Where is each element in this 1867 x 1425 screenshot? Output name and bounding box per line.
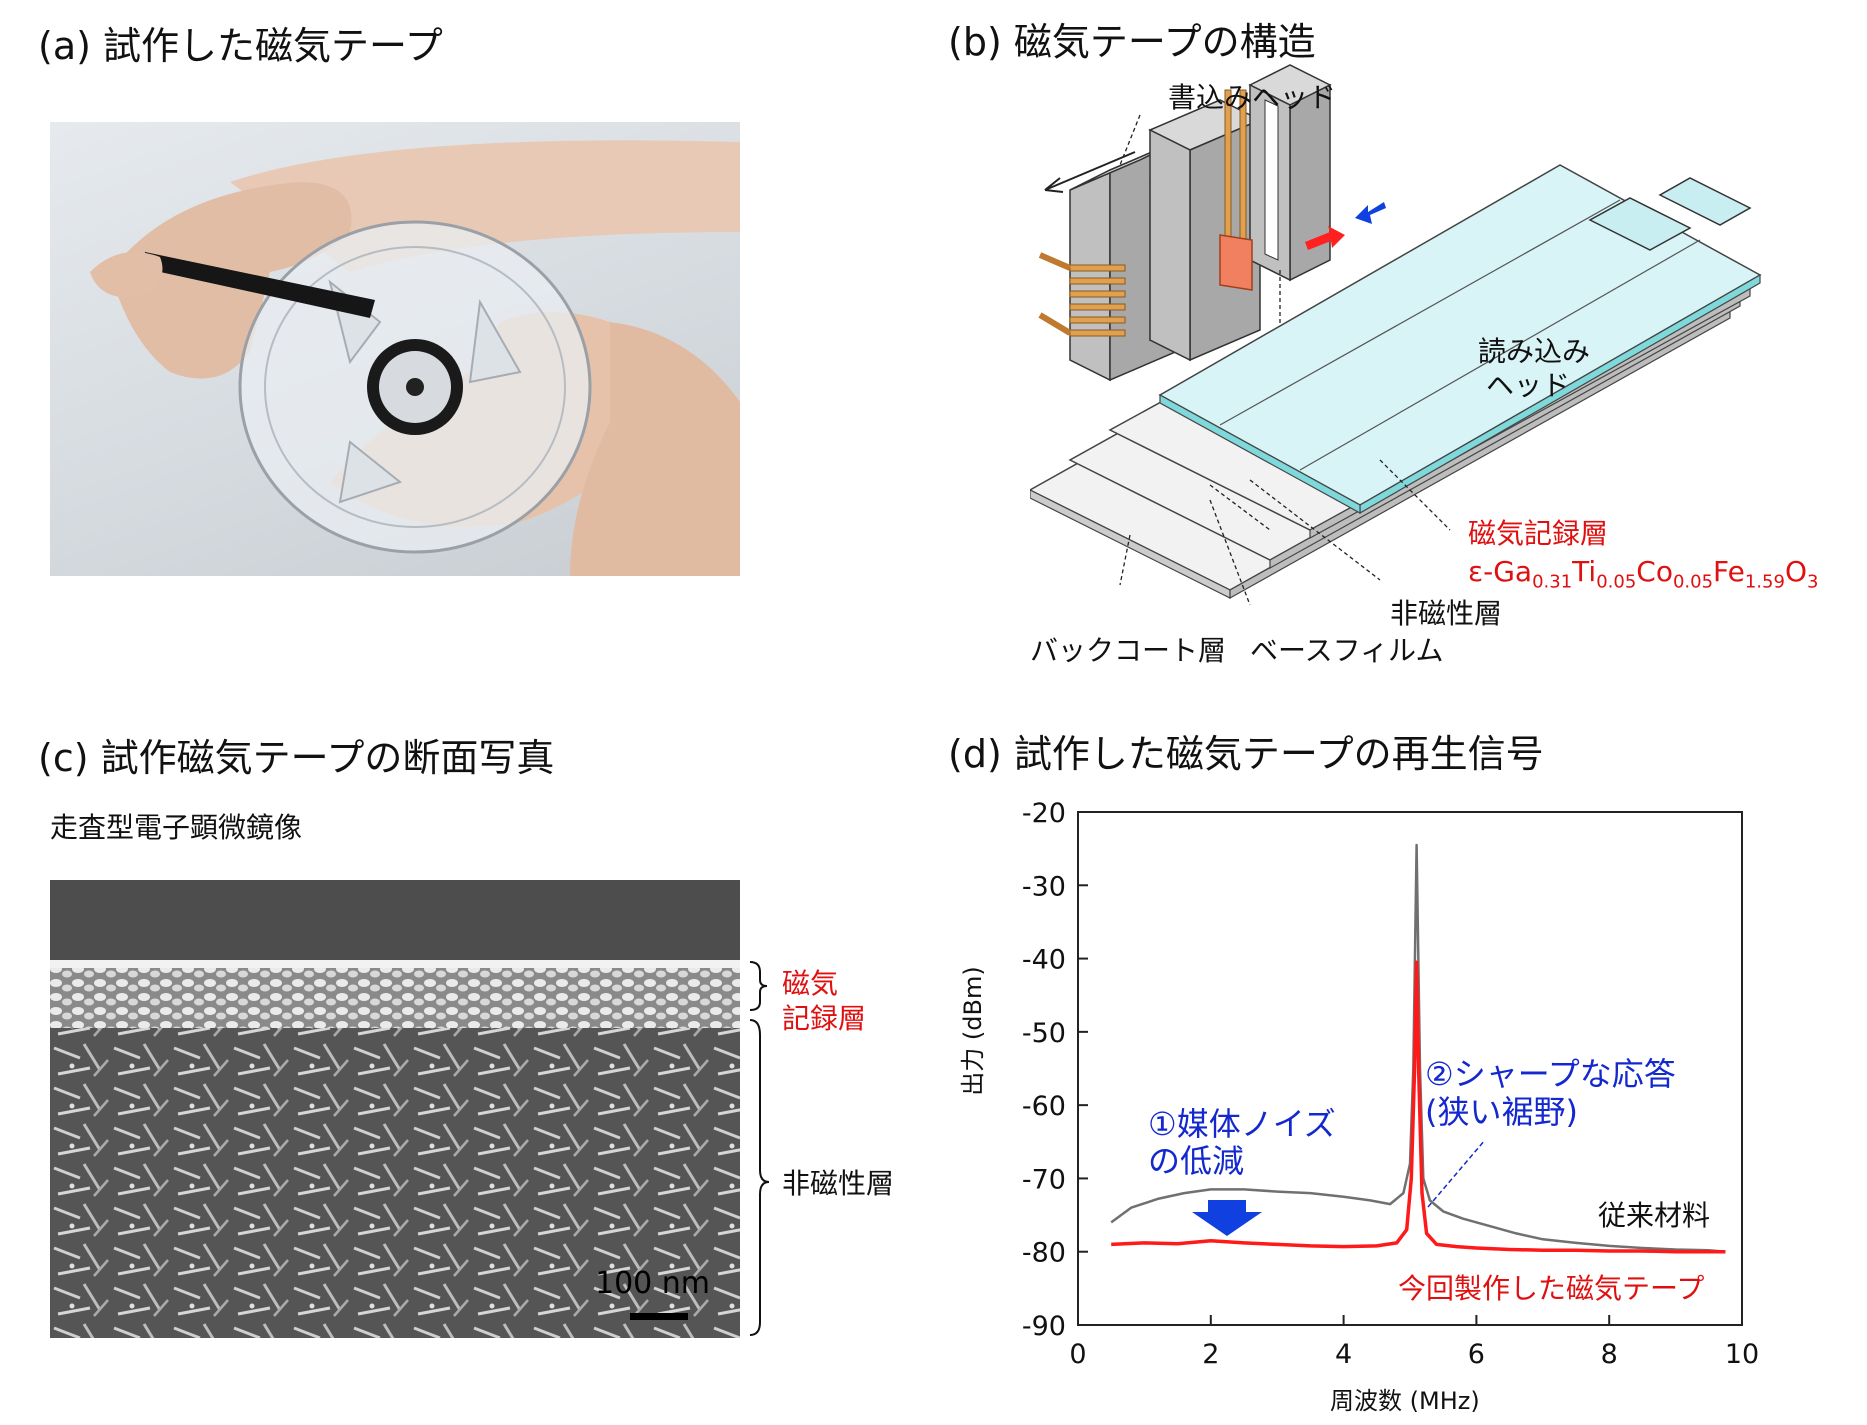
- read-head-label-1: 読み込み: [1478, 335, 1591, 368]
- panel-d-title: (d) 試作した磁気テープの再生信号: [948, 732, 1544, 776]
- formula-el5: O: [1784, 555, 1807, 588]
- y-tick-label: -30: [1022, 871, 1066, 902]
- nonmagnetic-layer-label: 非磁性層: [1390, 597, 1503, 630]
- noise-annotation-1: ①媒体ノイズ: [1148, 1105, 1336, 1143]
- blue-arrow: [1355, 202, 1386, 224]
- tape-structure-diagram: [1030, 64, 1762, 606]
- formula-el4: Fe: [1713, 555, 1745, 588]
- series-line-new-tape: [1111, 960, 1726, 1254]
- formula-sub1: 0.31: [1532, 571, 1573, 593]
- coil: [1038, 252, 1126, 337]
- x-tick-label: 2: [1202, 1339, 1219, 1370]
- formula-prefix: ε-Ga: [1468, 555, 1533, 588]
- scale-bar-label: 100 nm: [595, 1266, 711, 1301]
- red-arrow: [1305, 226, 1345, 250]
- formula-sub3: 0.05: [1672, 571, 1714, 593]
- y-tick-label: -90: [1022, 1311, 1066, 1342]
- y-tick-label: -70: [1022, 1164, 1066, 1195]
- tape-reel-photo-art: [90, 140, 740, 576]
- backcoat-layer-label: バックコート層: [1030, 634, 1227, 667]
- read-element: [1219, 234, 1253, 291]
- formula-sub4: 1.59: [1744, 571, 1785, 593]
- y-tick-label: -80: [1022, 1238, 1066, 1269]
- x-tick-label: 4: [1335, 1339, 1352, 1370]
- x-tick-label: 6: [1468, 1339, 1485, 1370]
- conventional-series-label: 従来材料: [1598, 1199, 1711, 1232]
- y-tick-label: -60: [1022, 1091, 1066, 1122]
- sem-nonmagnetic-layer-label: 非磁性層: [782, 1167, 895, 1200]
- sharp-annotation-2: (狭い裾野): [1425, 1093, 1578, 1131]
- formula-el2: Ti: [1572, 555, 1597, 588]
- noise-reduction-arrow: [1192, 1200, 1262, 1236]
- chart-xlabel: 周波数 (MHz): [1330, 1387, 1480, 1415]
- y-tick-label: -40: [1022, 945, 1066, 976]
- y-tick-label: -50: [1022, 1018, 1066, 1049]
- sharp-response-leader: [1427, 1139, 1486, 1208]
- formula-el3: Co: [1636, 555, 1673, 588]
- formula-label: ε-Ga0.31Ti0.05Co0.05Fe1.59O3: [1468, 556, 1818, 599]
- sem-recording-layer-label-2: 記録層: [782, 1002, 867, 1035]
- layer-braces: [749, 961, 770, 1336]
- x-tick-label: 0: [1069, 1339, 1086, 1370]
- noise-annotation-2: の低減: [1148, 1142, 1245, 1180]
- motion-arrow: [1044, 151, 1136, 191]
- formula-sub5: 3: [1806, 571, 1819, 593]
- chart-ylabel: 出力 (dBm): [959, 966, 987, 1096]
- y-tick-label: -20: [1022, 798, 1066, 829]
- x-tick-label: 8: [1601, 1339, 1618, 1370]
- tape-reel-photo: [50, 122, 740, 576]
- scale-bar: [630, 1313, 688, 1320]
- sem-recording-layer-label-1: 磁気: [782, 967, 839, 1000]
- sem-texture: [50, 880, 740, 1338]
- new-tape-series-label: 今回製作した磁気テープ: [1398, 1272, 1705, 1305]
- read-head-label-2: ヘッド: [1486, 369, 1571, 402]
- x-tick-label: 10: [1725, 1339, 1759, 1370]
- write-head-label: 書込みヘッド: [1168, 81, 1337, 114]
- series-line-conventional: [1110, 843, 1726, 1253]
- sem-image: [50, 880, 740, 1338]
- formula-sub2: 0.05: [1596, 571, 1637, 593]
- recording-layer-label: 磁気記録層: [1468, 517, 1609, 550]
- plot-frame: [1077, 811, 1743, 1326]
- sharp-annotation-1: ②シャープな応答: [1425, 1055, 1676, 1093]
- panel-b-title: (b) 磁気テープの構造: [948, 20, 1316, 64]
- base-film-label: ベースフィルム: [1250, 634, 1444, 667]
- panel-a-title: (a) 試作した磁気テープ: [38, 24, 443, 68]
- panel-c-title: (c) 試作磁気テープの断面写真: [38, 736, 555, 780]
- sem-subtitle: 走査型電子顕微鏡像: [50, 811, 303, 844]
